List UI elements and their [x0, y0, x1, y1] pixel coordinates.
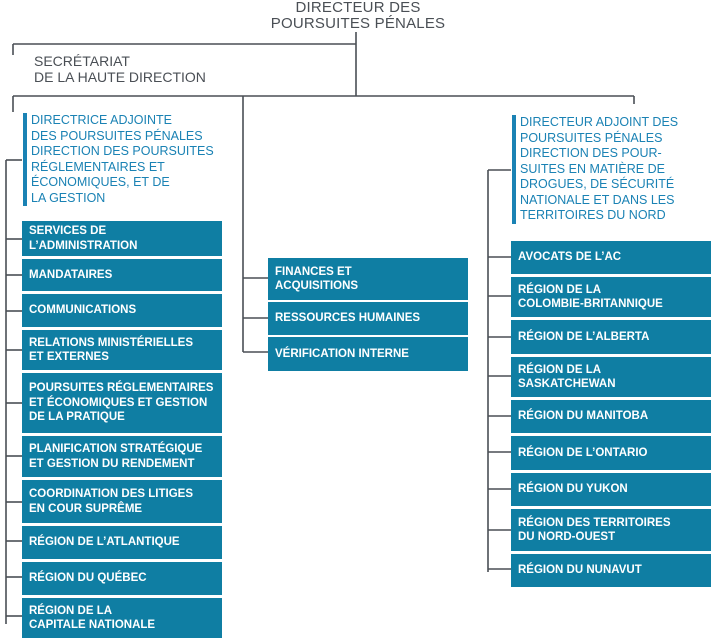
unit-poursuites-reglementaires: POURSUITES RÉGLEMENTAIRES ET ÉCONOMIQUES…: [22, 373, 222, 433]
unit-planification-strategique: PLANIFICATION STRATÉGIQUE ET GESTION DU …: [22, 436, 222, 477]
unit-services-administration: SERVICES DE L’ADMINISTRATION: [22, 221, 222, 256]
left-ticks: [6, 238, 22, 617]
unit-avocats-ac: AVOCATS DE L’AC: [511, 241, 711, 274]
unit-region-ontario: RÉGION DE L’ONTARIO: [511, 436, 711, 470]
unit-relations-ministerielles: RELATIONS MINISTÉRIELLES ET EXTERNES: [22, 330, 222, 370]
unit-region-saskatchewan: RÉGION DE LA SASKATCHEWAN: [511, 357, 711, 397]
unit-region-quebec: RÉGION DU QUÉBEC: [22, 562, 222, 595]
right-ticks: [488, 256, 511, 570]
unit-verification-interne: VÉRIFICATION INTERNE: [268, 337, 468, 371]
left-head-label: DIRECTRICE ADJOINTE DES POURSUITES PÉNAL…: [23, 113, 236, 206]
top-title: DIRECTEUR DES POURSUITES PÉNALES: [263, 0, 453, 32]
secretariat-label: SECRÉTARIAT DE LA HAUTE DIRECTION: [34, 53, 206, 85]
unit-region-colombie-britannique: RÉGION DE LA COLOMBIE-BRITANNIQUE: [511, 277, 711, 317]
unit-finances-acquisitions: FINANCES ET ACQUISITIONS: [268, 258, 468, 300]
unit-region-capitale-nationale: RÉGION DE LA CAPITALE NATIONALE: [22, 598, 222, 638]
unit-region-alberta: RÉGION DE L’ALBERTA: [511, 320, 711, 354]
unit-region-territoires-nord-ouest: RÉGION DES TERRITOIRES DU NORD-OUEST: [511, 509, 711, 551]
unit-communications: COMMUNICATIONS: [22, 294, 222, 327]
unit-region-yukon: RÉGION DU YUKON: [511, 473, 711, 506]
right-head-label: DIRECTEUR ADJOINT DES POURSUITES PÉNALES…: [512, 115, 710, 224]
unit-ressources-humaines: RESSOURCES HUMAINES: [268, 302, 468, 335]
unit-region-manitoba: RÉGION DU MANITOBA: [511, 400, 711, 433]
unit-region-atlantique: RÉGION DE L’ATLANTIQUE: [22, 526, 222, 559]
unit-mandataires: MANDATAIRES: [22, 259, 222, 291]
unit-coordination-litiges: COORDINATION DES LITIGES EN COUR SUPRÊME: [22, 480, 222, 523]
unit-region-nunavut: RÉGION DU NUNAVUT: [511, 554, 711, 587]
